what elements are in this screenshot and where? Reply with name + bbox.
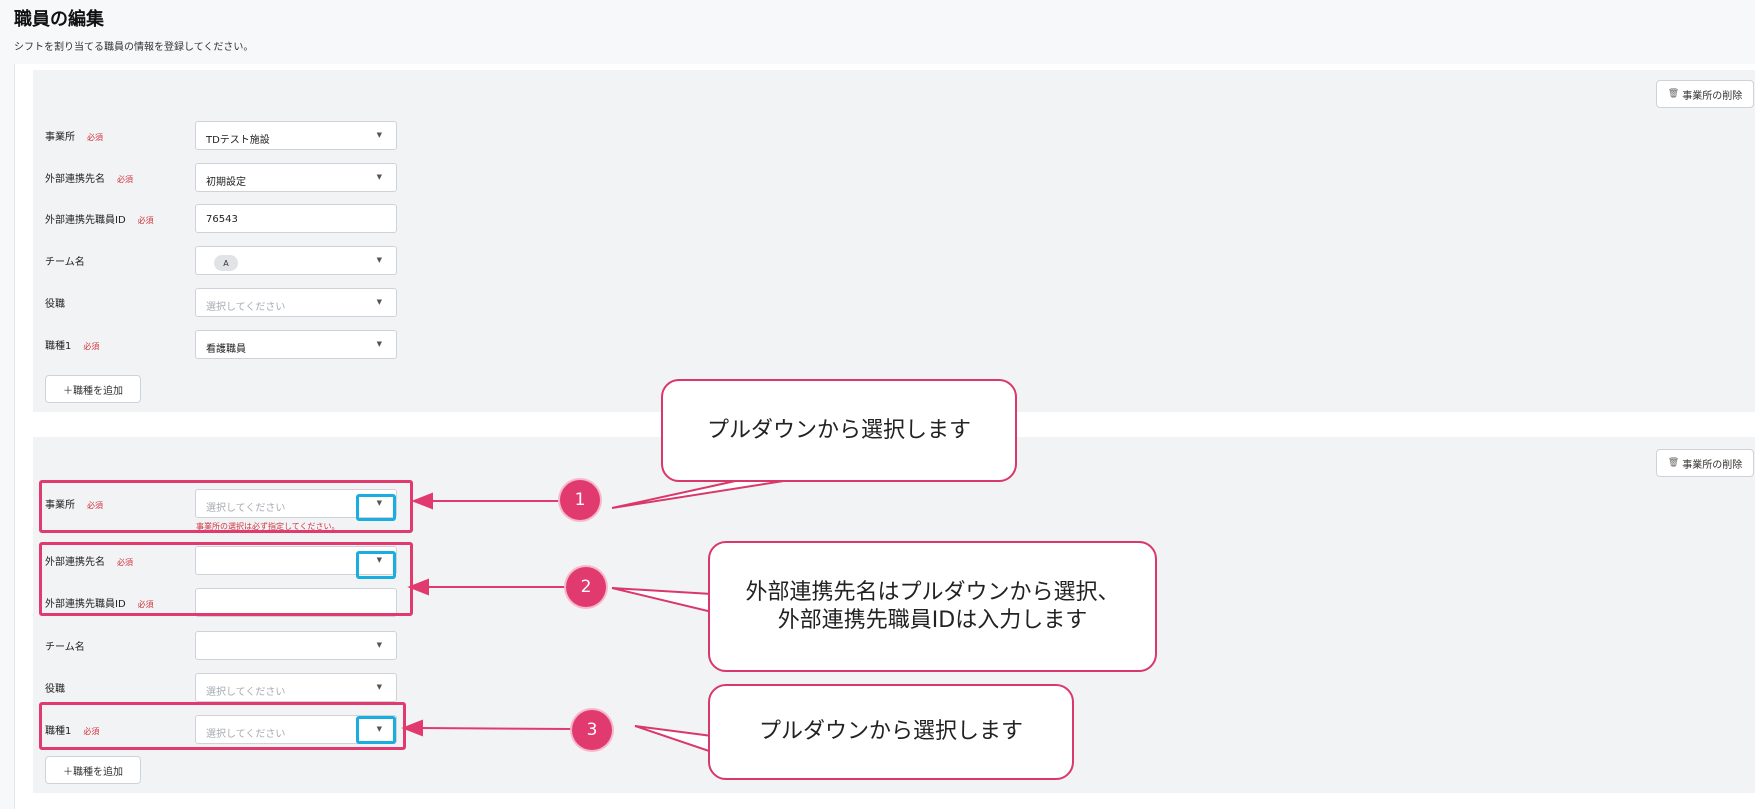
required-badge: 必須: [137, 216, 154, 225]
external-id-input-value: 76543: [206, 214, 238, 225]
team-chip[interactable]: A: [214, 255, 238, 271]
add-job-button[interactable]: ＋職種を追加: [45, 375, 141, 403]
office-select-placeholder: 選択してください: [206, 503, 286, 514]
caret-down-icon[interactable]: ▼: [376, 256, 382, 264]
required-badge: 必須: [117, 175, 133, 184]
highlight-job1-caret: [356, 716, 396, 744]
position-select-placeholder: 選択してください: [206, 687, 286, 698]
job1-select[interactable]: 看護職員 ▼: [195, 330, 397, 359]
external-name-select-value: 初期設定: [206, 177, 246, 188]
callout-bubble-2: 外部連携先名はプルダウンから選択、 外部連携先職員IDは入力します: [708, 541, 1157, 672]
required-badge: 必須: [87, 501, 103, 510]
delete-office-button[interactable]: 🗑 事業所の削除: [1656, 80, 1754, 108]
delete-office-button[interactable]: 🗑 事業所の削除: [1656, 449, 1754, 477]
trash-icon: 🗑: [1667, 89, 1680, 99]
callout-bubble-3: プルダウンから選択します: [708, 684, 1074, 780]
position-select-placeholder: 選択してください: [206, 302, 286, 313]
annotation-number-1: 1: [560, 480, 600, 520]
delete-office-label: 事業所の削除: [1682, 90, 1743, 102]
external-id-input[interactable]: [195, 588, 397, 617]
highlight-external-caret: [356, 551, 396, 579]
office-label: 事業所必須: [45, 500, 103, 511]
external-name-select[interactable]: 初期設定 ▼: [195, 163, 397, 192]
caret-down-icon[interactable]: ▼: [376, 725, 382, 733]
highlight-box-external: [39, 542, 413, 616]
external-name-label: 外部連携先名必須: [45, 174, 133, 185]
callout-bubble-2-line1: 外部連携先名はプルダウンから選択、: [745, 580, 1120, 605]
highlight-office-caret: [356, 494, 396, 521]
external-name-select[interactable]: ▼: [195, 546, 397, 575]
office-error-message: 事業所の選択は必ず指定してください。: [196, 522, 340, 531]
callout-bubble-2-line2: 外部連携先職員IDは入力します: [777, 607, 1088, 633]
highlight-box-office: [39, 480, 413, 533]
trash-icon: 🗑: [1667, 458, 1680, 468]
add-job-button[interactable]: ＋職種を追加: [45, 756, 141, 784]
team-label: チーム名: [45, 257, 85, 268]
caret-down-icon[interactable]: ▼: [376, 173, 382, 181]
caret-down-icon[interactable]: ▼: [376, 641, 382, 649]
page-subtitle: シフトを割り当てる職員の情報を登録してください。: [14, 42, 254, 53]
caret-down-icon[interactable]: ▼: [376, 499, 382, 507]
job1-select-placeholder: 選択してください: [206, 729, 286, 740]
team-select[interactable]: A ▼: [195, 246, 397, 275]
callout-bubble-1: プルダウンから選択します: [661, 379, 1017, 482]
job1-select-value: 看護職員: [206, 344, 246, 355]
team-select[interactable]: ▼: [195, 631, 397, 660]
office-select[interactable]: TDテスト施設 ▼: [195, 121, 397, 150]
caret-down-icon[interactable]: ▼: [376, 340, 382, 348]
office-select[interactable]: 選択してください ▼: [195, 489, 397, 518]
annotation-number-3: 3: [572, 710, 612, 750]
caret-down-icon[interactable]: ▼: [376, 683, 382, 691]
external-name-label: 外部連携先名必須: [45, 557, 133, 568]
caret-down-icon[interactable]: ▼: [376, 556, 382, 564]
required-badge: 必須: [83, 342, 100, 351]
required-badge: 必須: [87, 133, 103, 142]
highlight-box-job1: [39, 702, 406, 750]
caret-down-icon[interactable]: ▼: [376, 131, 382, 139]
position-select[interactable]: 選択してください ▼: [195, 673, 397, 702]
external-id-input[interactable]: 76543: [195, 204, 397, 233]
annotation-number-2: 2: [566, 567, 606, 607]
position-label: 役職: [45, 684, 65, 695]
position-select[interactable]: 選択してください ▼: [195, 288, 397, 317]
team-label: チーム名: [45, 642, 85, 653]
delete-office-label: 事業所の削除: [1682, 459, 1743, 471]
caret-down-icon[interactable]: ▼: [376, 298, 382, 306]
office-select-value: TDテスト施設: [206, 135, 270, 146]
position-label: 役職: [45, 299, 65, 310]
required-badge: 必須: [117, 558, 133, 567]
required-badge: 必須: [83, 727, 100, 736]
page-title: 職員の編集: [14, 9, 104, 30]
required-badge: 必須: [137, 600, 154, 609]
office-label: 事業所必須: [45, 132, 103, 143]
job1-select[interactable]: 選択してください ▼: [195, 715, 397, 744]
page-header: 職員の編集 シフトを割り当てる職員の情報を登録してください。: [0, 0, 1755, 64]
